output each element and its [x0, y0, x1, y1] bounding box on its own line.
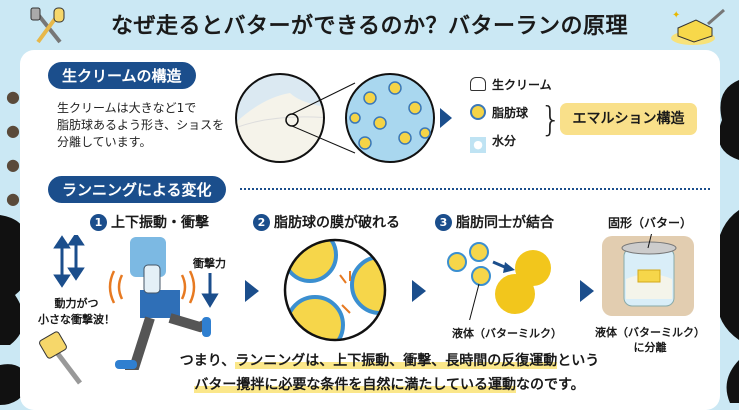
power-label: 動力がつ小さな衝撃波！ — [38, 296, 115, 328]
conclusion-line-2: バター攪拌に必要な条件を自然に満たしている運動なのです。 — [0, 374, 739, 394]
emulsion-structure-label: エマルション構造 — [560, 103, 697, 135]
fat-globule-icon — [470, 104, 486, 120]
separation-label-line: 液体（バターミルク） — [595, 326, 705, 339]
cream-icon — [470, 77, 486, 91]
description-line: 脂肪球あるよう形き、ショスを — [57, 118, 225, 132]
section-badge-cream-structure: 生クリームの構造 — [48, 62, 196, 89]
step-label: 上下振動・衝撃 — [111, 215, 209, 231]
description-line: 生クリームは大きなど1で — [57, 101, 197, 115]
legend-item-fat-globule: 脂肪球 — [470, 104, 552, 132]
runner-illustration — [39, 235, 219, 385]
step-number: 3 — [435, 214, 452, 231]
legend-label: 水分 — [492, 134, 517, 148]
step-label: 脂肪同士が結合 — [456, 215, 554, 231]
conclusion-highlight: ランニングは、上下振動、衝撃、長時間の反復運動 — [235, 353, 558, 369]
liquid-buttermilk-label: 液体（バターミルク） — [452, 327, 562, 340]
brace: } — [540, 100, 562, 140]
cow-pattern-right — [716, 80, 739, 403]
conclusion-highlight: バター攪拌に必要な条件を自然に満たしている運動 — [194, 377, 516, 393]
power-label-line: 動力がつ — [54, 297, 99, 310]
butter-icon: ✦ — [671, 8, 725, 45]
arrow-right-icon — [245, 280, 259, 302]
conclusion-line-1: つまり、ランニングは、上下振動、衝撃、長時間の反復運動という — [0, 350, 739, 370]
arrow-right-icon — [412, 280, 426, 302]
legend-item-water: ● 水分 — [470, 132, 552, 160]
section-badge-running-change: ランニングによる変化 — [48, 176, 226, 203]
step-number: 2 — [253, 214, 270, 231]
conclusion-text: という — [557, 353, 600, 369]
fat-fusion-illustration — [447, 242, 551, 320]
step-label: 脂肪球の膜が破れる — [274, 215, 400, 231]
spatula-icon — [30, 7, 65, 44]
description-line: 分離しています。 — [57, 135, 152, 149]
step-number: 1 — [90, 214, 107, 231]
separation-label: 液体（バターミルク） に分離 — [590, 325, 710, 355]
arrow-right-icon — [580, 280, 594, 302]
divider — [240, 188, 710, 190]
cream-zoom-illustration — [235, 73, 452, 163]
legend-label: 脂肪球 — [492, 106, 529, 120]
page-title: なぜ走るとバターができるのか？バターランの原理 — [110, 14, 629, 39]
broken-membrane-illustration — [283, 238, 387, 342]
solid-butter-label: 固形（バター） — [608, 216, 693, 230]
legend-label: 生クリーム — [492, 78, 552, 92]
butter-jar-illustration — [602, 234, 694, 316]
water-drop-icon: ● — [470, 137, 486, 153]
conclusion-text: なのです。 — [515, 377, 585, 393]
legend-item-cream: 生クリーム — [470, 76, 552, 104]
power-label-line: 小さな衝撃波！ — [38, 313, 115, 326]
impact-label: 衝撃力 — [193, 257, 226, 270]
footprints-icon: ●●●● — [6, 87, 20, 208]
conclusion-text: つまり、 — [179, 353, 236, 369]
separation-label-line: に分離 — [633, 341, 667, 354]
svg-text:✦: ✦ — [672, 10, 680, 21]
